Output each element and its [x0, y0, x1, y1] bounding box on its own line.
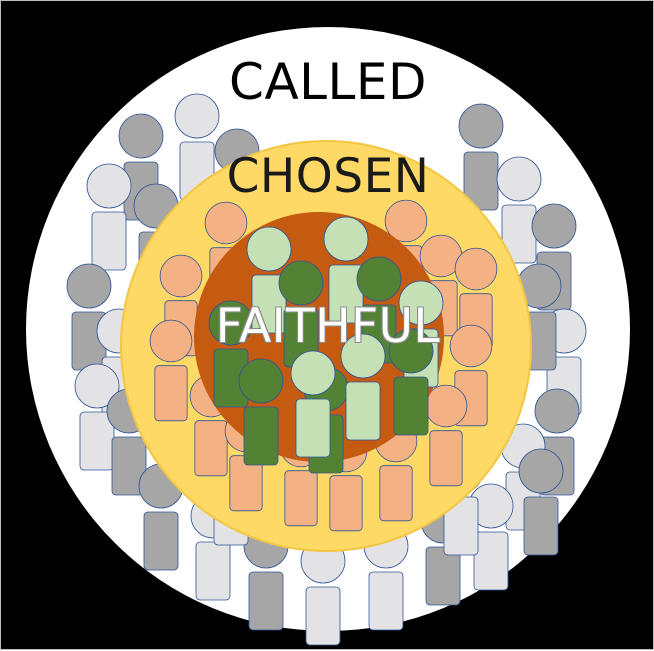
person-head: [519, 449, 563, 493]
person-body: [155, 366, 187, 421]
person-body: [196, 542, 230, 600]
person-head: [205, 202, 247, 244]
person-icon: [425, 385, 467, 486]
person-head: [455, 248, 497, 290]
faithful-label: FAITHFUL: [1, 299, 654, 354]
person-head: [324, 217, 368, 261]
person-body: [394, 377, 428, 435]
person-body: [430, 431, 462, 486]
person-body: [195, 421, 227, 476]
person-body: [92, 212, 126, 270]
person-head: [357, 257, 401, 301]
person-head: [532, 204, 576, 248]
person-body: [144, 512, 178, 570]
person-icon: [239, 359, 283, 465]
person-body: [524, 497, 558, 555]
person-body: [380, 466, 412, 521]
person-body: [306, 587, 340, 645]
person-body: [296, 399, 330, 457]
person-body: [474, 532, 508, 590]
person-head: [247, 227, 291, 271]
chosen-label: CHOSEN: [1, 149, 654, 204]
person-head: [291, 351, 335, 395]
person-body: [244, 407, 278, 465]
person-icon: [519, 449, 563, 555]
person-head: [535, 389, 579, 433]
person-icon: [301, 539, 345, 645]
person-body: [285, 471, 317, 526]
person-icon: [291, 351, 335, 457]
person-head: [160, 255, 202, 297]
person-body: [346, 382, 380, 440]
person-body: [330, 476, 362, 531]
person-body: [426, 547, 460, 605]
person-body: [249, 572, 283, 630]
person-body: [369, 572, 403, 630]
person-head: [239, 359, 283, 403]
called-label: CALLED: [1, 53, 654, 111]
